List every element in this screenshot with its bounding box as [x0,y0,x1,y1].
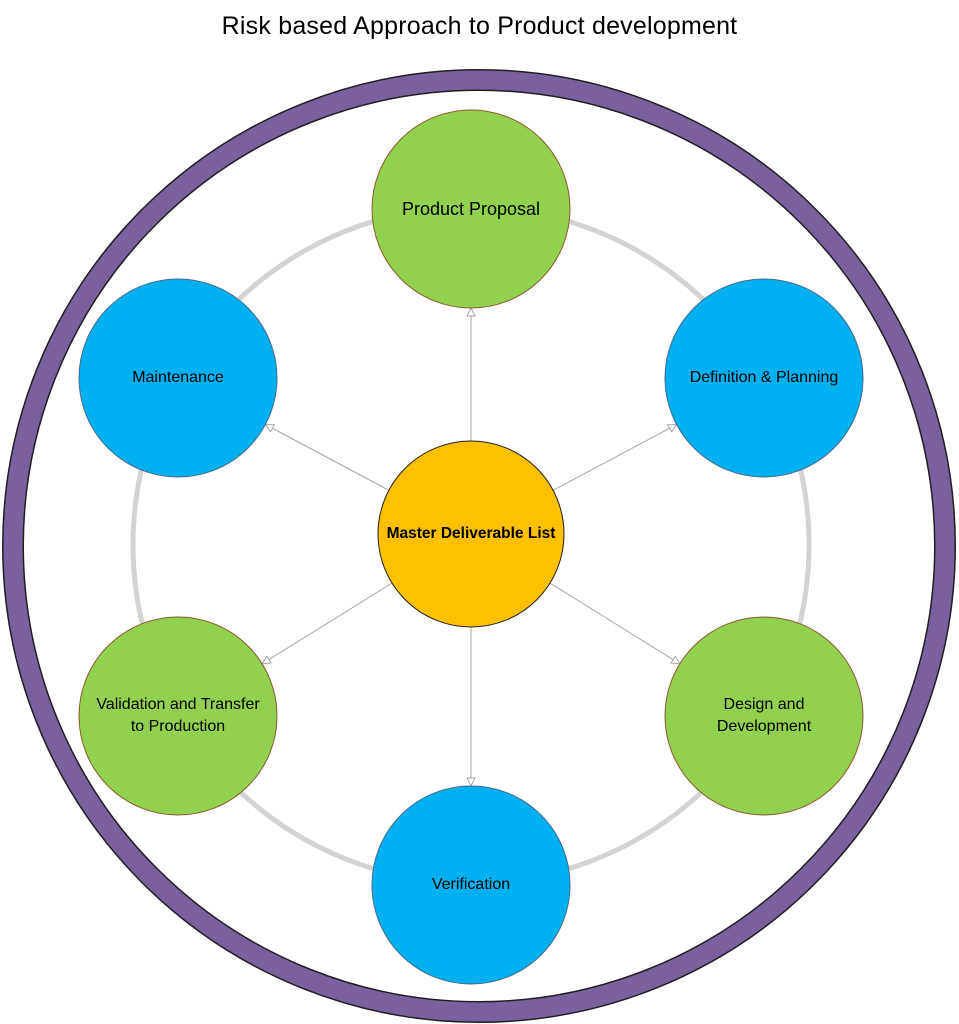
arrow-to-maintenance [265,425,390,491]
stage-node-maintenance[interactable] [78,278,278,478]
stage-node-design-development[interactable] [664,616,864,816]
stage-node-validation-transfer[interactable] [78,616,278,816]
stage-node-product-proposal[interactable] [371,109,571,309]
outer-ring-fill [3,70,955,1022]
center-node[interactable] [377,440,565,628]
arrow-to-validation-transfer [262,582,393,664]
stage-node-definition-planning[interactable] [664,278,864,478]
stage-node-verification[interactable] [371,785,571,985]
arrow-to-definition-planning [552,425,677,491]
arrow-to-design-development [549,582,680,664]
page-title: Risk based Approach to Product developme… [221,12,738,40]
connector-arrows [262,308,680,786]
stage-nodes [78,109,864,985]
